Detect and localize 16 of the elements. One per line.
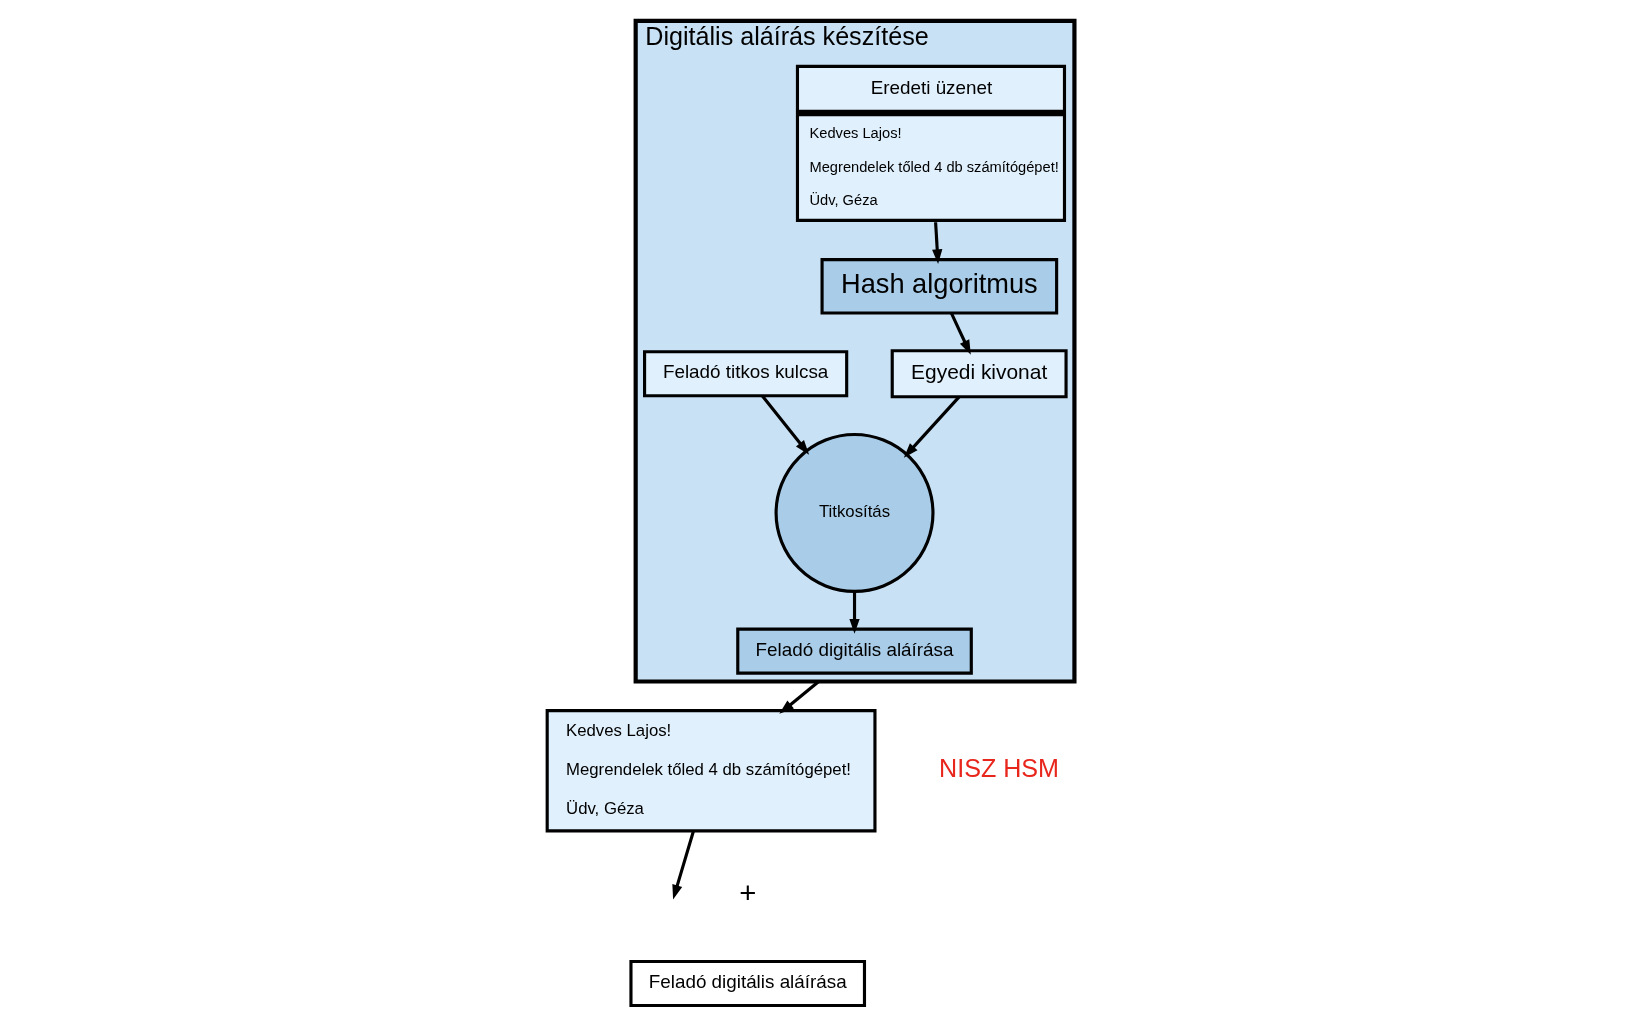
node-box: Hash algoritmus	[820, 258, 1058, 315]
label: NISZ HSM	[938, 754, 1059, 783]
node-circle: Titkosítás	[774, 432, 935, 593]
arrow	[903, 395, 960, 458]
arrow	[778, 680, 820, 714]
node-box: Feladó digitális aláírása	[735, 627, 973, 675]
node-box: Feladó titkos kulcsa	[642, 350, 848, 398]
arrow	[848, 591, 860, 634]
arrow	[760, 394, 809, 455]
node-box: Feladó digitális aláírása	[628, 959, 866, 1008]
label: +	[738, 876, 756, 910]
arrow	[931, 222, 942, 265]
arrow	[671, 830, 695, 900]
arrow	[949, 312, 971, 355]
node-box: Egyedi kivonat	[890, 349, 1068, 399]
node-box: Kedves Lajos! Megrendelek tőled 4 db számítógépet! Üdv, Géza	[545, 709, 877, 833]
